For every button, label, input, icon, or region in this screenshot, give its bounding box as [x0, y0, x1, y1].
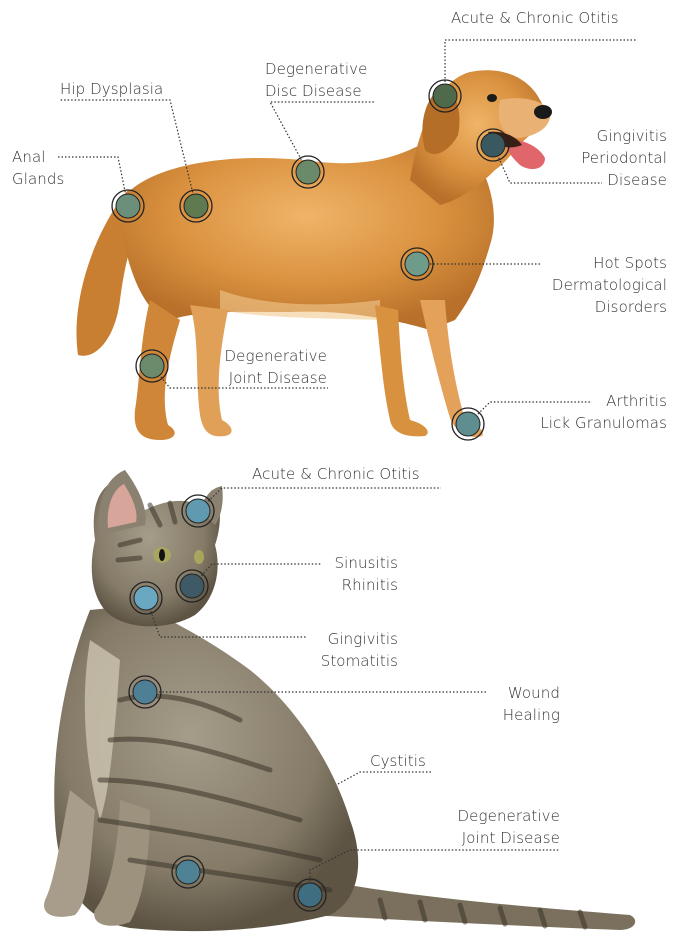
cat-label-sinusitis: Sinusitis Rhinitis — [300, 552, 398, 596]
cat-marker-otitis — [182, 495, 214, 527]
cat-label-wound-line2: Healing — [470, 704, 560, 726]
dog-label-gingivitis-line3: Disease — [581, 169, 667, 191]
dog-label-arthritis: Arthritis Lick Granulomas — [540, 390, 667, 434]
dog-label-hotspots-line3: Disorders — [552, 296, 667, 318]
cat-label-otitis: Acute & Chronic Otitis — [252, 463, 420, 485]
cat-label-gingivitis: Gingivitis Stomatitis — [290, 628, 398, 672]
dog-label-otitis: Acute & Chronic Otitis — [451, 7, 619, 29]
dog-marker-joint — [136, 350, 168, 382]
cat-marker-cystitis-joint — [172, 856, 204, 888]
dog-marker-anal — [112, 190, 144, 222]
cat-label-gingivitis-line2: Stomatitis — [290, 650, 398, 672]
cat-label-otitis-line1: Acute & Chronic Otitis — [252, 463, 420, 485]
cat-label-joint: Degenerative Joint Disease — [430, 805, 560, 849]
dog-label-gingivitis-line2: Periodontal — [581, 147, 667, 169]
cat-label-cystitis: Cystitis — [370, 750, 426, 772]
dog-marker-hip — [180, 190, 212, 222]
cat-label-gingivitis-line1: Gingivitis — [290, 628, 398, 650]
cat-marker-tail — [294, 879, 326, 911]
dog-label-disc-line2: Disc Disease — [265, 80, 367, 102]
dog-marker-disc — [292, 156, 324, 188]
cat-label-wound-line1: Wound — [470, 682, 560, 704]
dog-marker-hotspots — [401, 248, 433, 280]
dog-label-joint: Degenerative Joint Disease — [215, 345, 327, 389]
cat-marker-sinusitis — [176, 570, 208, 602]
dog-marker-otitis — [429, 80, 461, 112]
dog-marker-gingivitis — [477, 129, 509, 161]
cat-label-wound: Wound Healing — [470, 682, 560, 726]
dog-label-hotspots-line2: Dermatological — [552, 274, 667, 296]
cat-label-sinusitis-line2: Rhinitis — [300, 574, 398, 596]
dog-label-gingivitis: Gingivitis Periodontal Disease — [581, 125, 667, 191]
dog-label-joint-line1: Degenerative — [215, 345, 327, 367]
dog-label-joint-line2: Joint Disease — [215, 367, 327, 389]
dog-label-anal-line2: Glands — [12, 168, 64, 190]
cat-label-joint-line2: Joint Disease — [430, 827, 560, 849]
dog-label-otitis-line1: Acute & Chronic Otitis — [451, 7, 619, 29]
cat-marker-gingivitis — [130, 582, 162, 614]
dog-label-disc: Degenerative Disc Disease — [265, 58, 367, 102]
dog-label-anal: Anal Glands — [12, 146, 64, 190]
cat-label-sinusitis-line1: Sinusitis — [300, 552, 398, 574]
cat-label-joint-line1: Degenerative — [430, 805, 560, 827]
dog-label-hip-line1: Hip Dysplasia — [60, 78, 163, 100]
dog-label-hotspots-line1: Hot Spots — [552, 252, 667, 274]
dog-marker-arthritis — [452, 408, 484, 440]
dog-label-arthritis-line2: Lick Granulomas — [540, 412, 667, 434]
cat-marker-wound — [129, 676, 161, 708]
dog-label-hotspots: Hot Spots Dermatological Disorders — [552, 252, 667, 318]
dog-label-arthritis-line1: Arthritis — [540, 390, 667, 412]
cat-label-cystitis-line1: Cystitis — [370, 750, 426, 772]
dog-label-anal-line1: Anal — [12, 146, 64, 168]
dog-label-hip: Hip Dysplasia — [60, 78, 163, 100]
dog-label-disc-line1: Degenerative — [265, 58, 367, 80]
dog-label-gingivitis-line1: Gingivitis — [581, 125, 667, 147]
